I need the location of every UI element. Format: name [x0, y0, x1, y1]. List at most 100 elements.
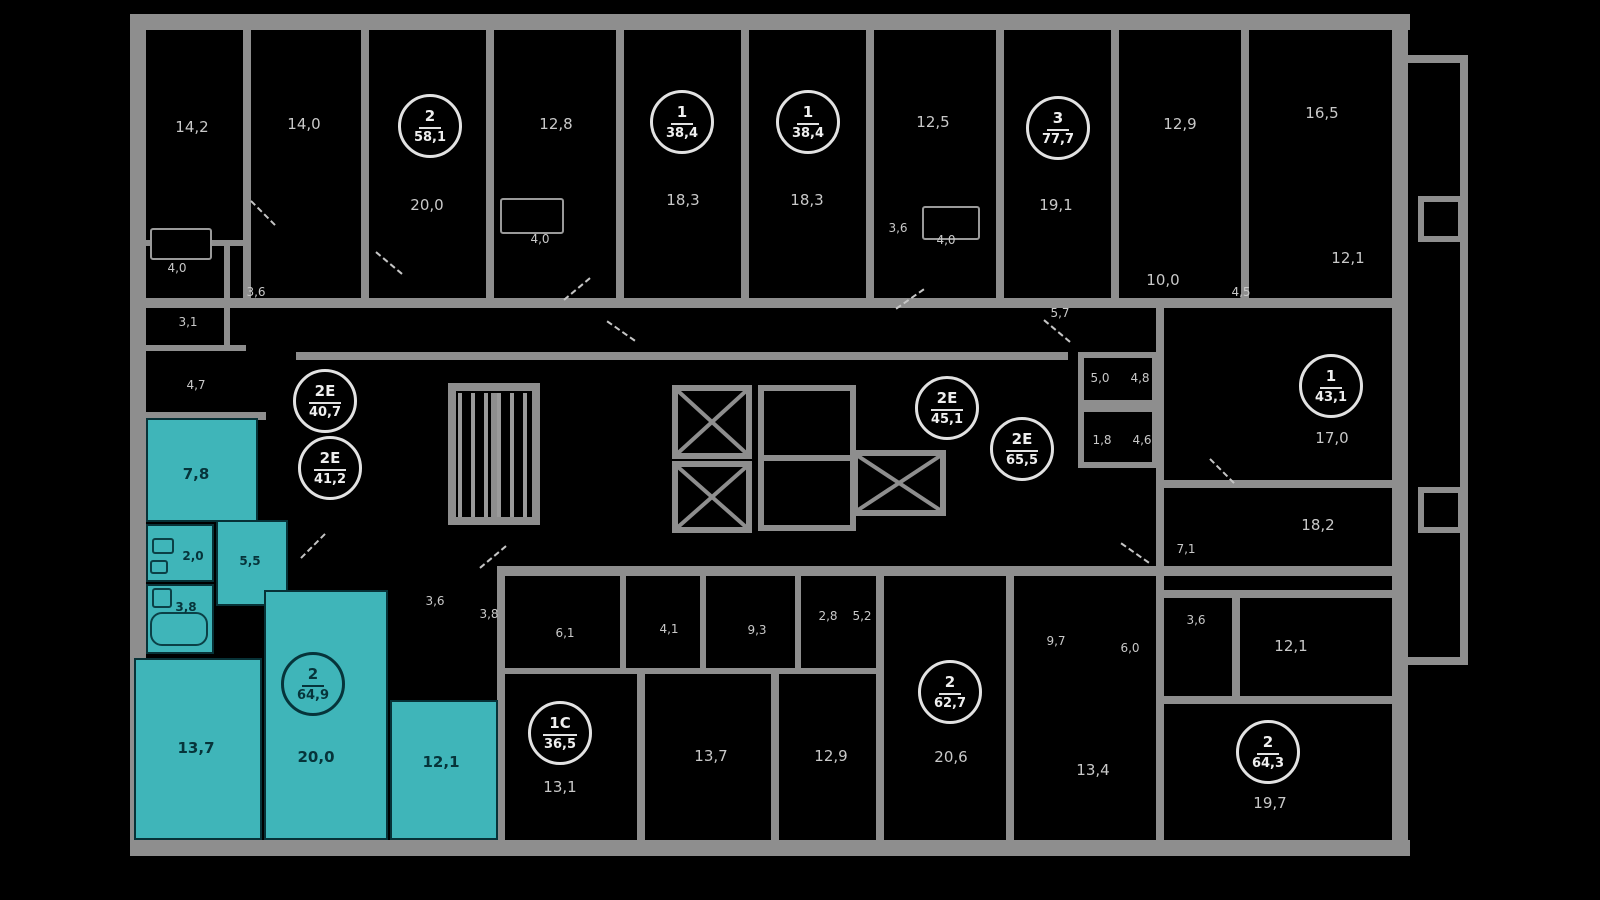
wall-segment	[497, 576, 505, 840]
room-area-label: 4,6	[1132, 433, 1152, 447]
apartment-total-area: 40,7	[308, 404, 342, 420]
room-area-label: 3,6	[246, 285, 266, 299]
wall-segment	[505, 668, 877, 674]
selected-room-area-label: 12,1	[422, 753, 460, 771]
wall-segment	[130, 14, 146, 856]
door-swing-line	[250, 200, 276, 226]
wall-segment	[1241, 20, 1249, 300]
room-area-label: 12,1	[1331, 249, 1365, 267]
room-area-label: 20,6	[934, 748, 968, 766]
wall-segment	[637, 668, 645, 840]
door-swing-line	[1043, 319, 1071, 343]
wall-segment	[741, 20, 749, 300]
apartment-badge[interactable]: 2Е 65,5	[990, 417, 1054, 481]
room-area-label: 4,0	[167, 261, 187, 275]
selected-apartment-room[interactable]	[390, 700, 498, 840]
room-area-label: 17,0	[1315, 429, 1349, 447]
apartment-badge[interactable]: 2Е 40,7	[293, 369, 357, 433]
apartment-badge[interactable]: 1С 36,5	[528, 701, 592, 765]
apartment-rooms-count: 1	[670, 104, 694, 125]
room-area-label: 12,1	[1274, 637, 1308, 655]
door-swing-line	[606, 320, 636, 342]
bathtub-icon	[150, 612, 208, 646]
wall-segment	[700, 576, 706, 668]
room-area-label: 4,0	[530, 232, 550, 246]
selected-room-area-label: 5,5	[239, 554, 261, 568]
apartment-badge[interactable]: 1 38,4	[776, 90, 840, 154]
room-area-label: 6,0	[1120, 641, 1140, 655]
room-area-label: 13,7	[694, 747, 728, 765]
room-area-label: 5,2	[852, 609, 872, 623]
selected-apartment-room[interactable]	[134, 658, 262, 840]
bathtub-icon	[150, 228, 212, 260]
bathtub-icon	[922, 206, 980, 240]
utility-room-outline	[1078, 406, 1158, 468]
apartment-badge[interactable]: 2Е 45,1	[915, 376, 979, 440]
apartment-total-area: 36,5	[543, 736, 577, 752]
apartment-badge[interactable]: 2Е 41,2	[298, 436, 362, 500]
wall-segment	[620, 576, 626, 668]
apartment-rooms-count: 1	[1319, 368, 1343, 389]
room-area-label: 20,0	[410, 196, 444, 214]
balcony-outline	[1418, 487, 1464, 533]
apartment-badge[interactable]: 2 58,1	[398, 94, 462, 158]
room-area-label: 16,5	[1305, 104, 1339, 122]
selected-room-area-label: 20,0	[297, 748, 335, 766]
room-area-label: 9,3	[747, 623, 767, 637]
selected-apartment-badge[interactable]: 2 64,9	[281, 652, 345, 716]
room-area-label: 1,8	[1092, 433, 1112, 447]
wall-segment	[1164, 590, 1392, 598]
stair-rail	[491, 393, 497, 517]
wall-segment	[1006, 576, 1014, 840]
apartment-total-area: 45,1	[930, 411, 964, 427]
wall-segment	[1156, 308, 1164, 840]
wall-segment	[1164, 696, 1392, 704]
wall-segment	[361, 20, 369, 300]
apartment-badge[interactable]: 2 64,3	[1236, 720, 1300, 784]
room-area-label: 4,8	[1130, 371, 1150, 385]
bathtub-icon	[500, 198, 564, 234]
room-area-label: 12,9	[1163, 115, 1197, 133]
wall-segment	[130, 14, 1410, 30]
selected-apartment-room[interactable]	[264, 590, 388, 840]
apartment-rooms-count: 1С	[543, 715, 577, 736]
apartment-badge[interactable]: 2 62,7	[918, 660, 982, 724]
wall-segment	[1460, 55, 1468, 665]
wall-segment	[996, 20, 1004, 300]
apartment-badge[interactable]: 1 43,1	[1299, 354, 1363, 418]
apartment-rooms-count: 3	[1046, 110, 1070, 131]
apartment-total-area: 64,3	[1251, 755, 1285, 771]
selected-room-area-label: 3,8	[175, 600, 197, 614]
room-area-label: 3,6	[1186, 613, 1206, 627]
apartment-total-area: 62,7	[933, 695, 967, 711]
room-area-label: 3,1	[178, 315, 198, 329]
wall-segment	[448, 383, 540, 391]
wall-segment	[758, 455, 856, 461]
washer-icon	[152, 588, 172, 608]
room-area-label: 18,3	[666, 191, 700, 209]
elevator-shaft-icon	[852, 450, 946, 516]
room-area-label: 13,4	[1076, 761, 1110, 779]
wall-segment	[616, 20, 624, 300]
room-area-label: 4,5	[1231, 285, 1251, 299]
wall-segment	[771, 668, 779, 840]
apartment-total-area: 43,1	[1314, 389, 1348, 405]
room-area-label: 13,1	[543, 778, 577, 796]
room-area-label: 4,0	[936, 233, 956, 247]
apartment-badge[interactable]: 3 77,7	[1026, 96, 1090, 160]
wall-segment	[146, 298, 1392, 308]
room-area-label: 12,5	[916, 113, 950, 131]
selected-apartment-room[interactable]	[146, 418, 258, 522]
room-area-label: 14,2	[175, 118, 209, 136]
apartment-total-area: 38,4	[665, 125, 699, 141]
apartment-rooms-count: 2Е	[1005, 431, 1039, 452]
room-area-label: 7,1	[1176, 542, 1196, 556]
selected-room-area-label: 7,8	[182, 465, 210, 483]
apartment-badge[interactable]: 1 38,4	[650, 90, 714, 154]
toilet-icon	[150, 560, 168, 574]
wall-segment	[243, 20, 251, 300]
wall-segment	[1408, 55, 1468, 63]
door-swing-line	[300, 533, 326, 559]
apartment-rooms-count: 2Е	[308, 383, 342, 404]
